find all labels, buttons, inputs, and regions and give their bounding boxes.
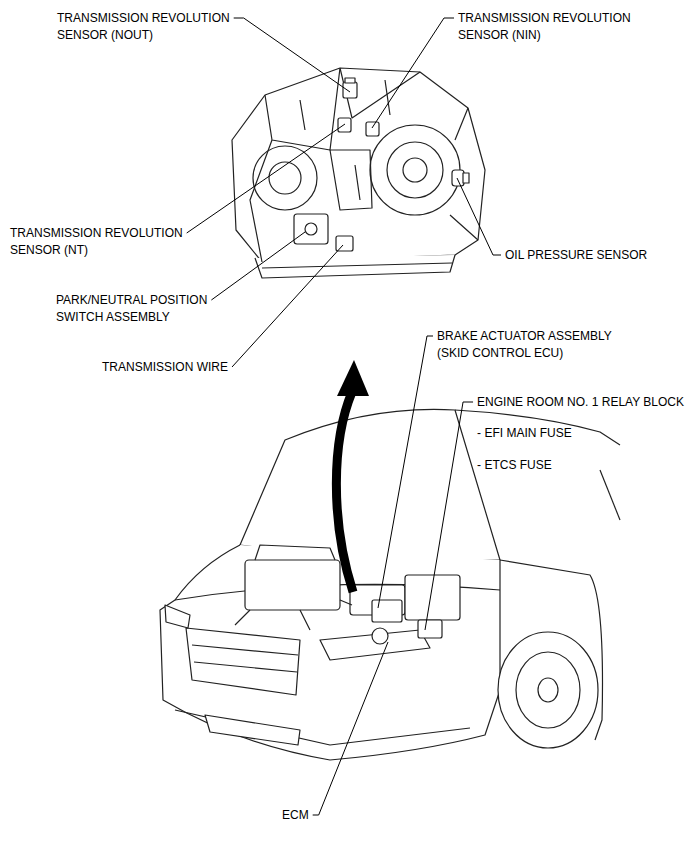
part-label: BRAKE ACTUATOR ASSEMBLY (SKID CONTROL EC… bbox=[437, 328, 637, 362]
leader-line bbox=[457, 178, 501, 255]
leader-line bbox=[313, 642, 388, 815]
leader-line bbox=[378, 336, 433, 608]
part-label: PARK/NEUTRAL POSITION SWITCH ASSEMBLY bbox=[56, 292, 231, 326]
part-label: TRANSMISSION REVOLUTION SENSOR (NT) bbox=[10, 225, 215, 259]
leader-line bbox=[187, 124, 345, 233]
leader-line bbox=[234, 18, 350, 92]
leader-line bbox=[372, 18, 454, 128]
part-label: ENGINE ROOM NO. 1 RELAY BLOCK bbox=[477, 394, 684, 411]
part-label: TRANSMISSION REVOLUTION SENSOR (NOUT) bbox=[57, 10, 262, 44]
part-label: - EFI MAIN FUSE bbox=[477, 425, 572, 442]
leader-line bbox=[211, 232, 305, 300]
part-label: ECM bbox=[282, 807, 309, 824]
leader-line bbox=[425, 402, 473, 630]
part-label: - ETCS FUSE bbox=[477, 457, 552, 474]
part-label: OIL PRESSURE SENSOR bbox=[505, 247, 647, 264]
leader-line bbox=[232, 245, 343, 367]
part-label: TRANSMISSION WIRE bbox=[102, 359, 228, 376]
part-label: TRANSMISSION REVOLUTION SENSOR (NIN) bbox=[458, 10, 668, 44]
